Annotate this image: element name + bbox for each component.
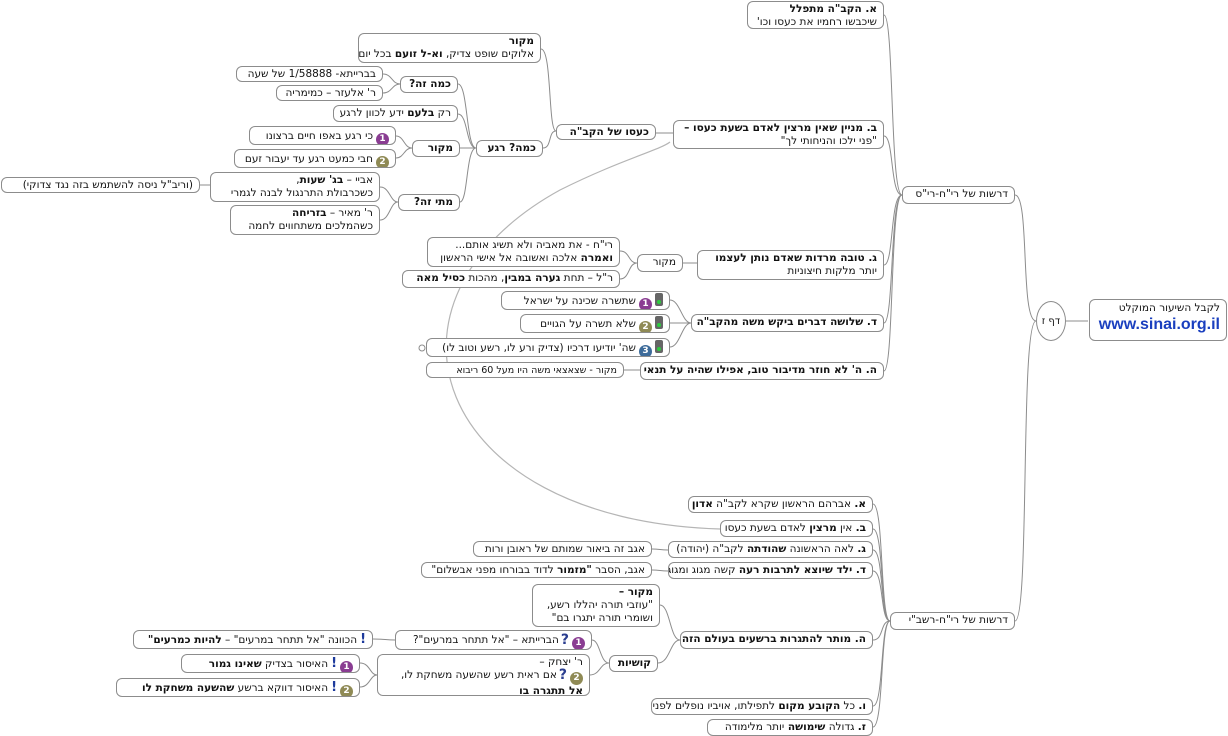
rh-line-2: ואמרה אלכה ואשובה אל אישי הראשון: [440, 252, 613, 264]
recording-label: לקבל השיעור המוקלט: [1118, 302, 1220, 314]
kushia-2-line-1: ר' יצחק –: [539, 656, 583, 668]
makor-node: מקור: [412, 140, 460, 157]
s1-b-sub: "פני ילכו והניחותי לך": [780, 135, 877, 147]
number-1-icon: 1: [376, 133, 389, 144]
source-title: מקור: [508, 35, 534, 47]
how-much-node: כמה זה?: [400, 76, 458, 93]
s1-item-a: א. הקב"ה מתפלל שיכבשו רחמיו את כעסו וכו': [747, 1, 884, 29]
exclamation-icon: !: [331, 680, 337, 695]
kushiot-node: קושיות: [609, 655, 658, 672]
moshe-request-2: 2שלא תשרה על הגויים: [520, 314, 670, 333]
s2-source-title: מקור –: [618, 586, 653, 598]
s1-a-sub: שיכבשו רחמיו את כעסו וכו': [756, 16, 877, 28]
number-1-icon: 1: [572, 637, 585, 649]
s1-h-source: מקור - שצאצאי משה היו מעל 60 ריבוא: [426, 362, 624, 378]
number-1-icon: 1: [340, 661, 353, 672]
meir-line-2: כשהמלכים משתחווים לחמה: [248, 220, 373, 232]
center-node: דף ז: [1036, 301, 1066, 341]
kushia-1: 1?הברייתא – "אל תתחר במרעים"?: [395, 630, 592, 650]
s1-item-g: ג. טובה מרדות שאדם נותן לעצמו יותר מלקות…: [697, 250, 884, 280]
kushia-1-answer: !הכוונה "אל תתחר במרעים" – להיות כמרעים": [133, 630, 373, 649]
meir-node: ר' מאיר – בזריחה כשהמלכים משתחווים לחמה: [230, 205, 380, 235]
s2-item-g: ג. לאה הראשונה שהודתה לקב"ה (יהודה): [668, 541, 873, 558]
recording-link-node[interactable]: לקבל השיעור המוקלט www.sinai.org.il: [1089, 299, 1227, 341]
source-verse: אלוקים שופט צדיק, וא-ל זועם בכל יום: [358, 48, 534, 60]
number-2-icon: 2: [376, 156, 389, 167]
brayta-fraction: בברייתא- 1/58888 של שעה: [236, 66, 383, 82]
abaye-line: אביי – בג' שעות,: [296, 174, 373, 186]
how-long-node: כמה? רגע: [476, 140, 543, 157]
s1-b-title: ב. מניין שאין מרצין לאדם בשעת כעסו –: [684, 122, 877, 134]
makor-verse-2: 2חבי כמעט רגע עד יעבור זעם: [234, 149, 396, 168]
s1-b-anger: כעסו של הקב"ה: [556, 124, 656, 140]
abaye-node: אביי – בג' שעות, כשכרבולת התרנגול לבנה ל…: [210, 172, 380, 202]
s1-a-title: א. הקב"ה מתפלל: [789, 3, 877, 15]
question-mark-icon: ?: [558, 667, 567, 683]
s1-item-d: ד. שלושה דברים ביקש משה מהקב"ה: [691, 314, 884, 332]
meir-line: ר' מאיר – בזריחה: [292, 207, 373, 219]
s2-h-source: מקור – "עוזבי תורה יהללו רשע, ושומרי תור…: [532, 584, 660, 627]
s1-item-h: ה. ה' לא חוזר מדיבור טוב, אפילו שהיה על …: [640, 362, 884, 380]
question-mark-icon: ?: [560, 632, 569, 648]
traffic-light-icon: [655, 340, 663, 353]
s2-item-v: ו. כל הקובע מקום לתפילתו, אויביו נופלים …: [651, 698, 873, 715]
makor-verse-1: 1כי רגע באפו חיים ברצונו: [249, 126, 396, 145]
s1-item-b: ב. מניין שאין מרצין לאדם בשעת כעסו – "פנ…: [673, 120, 884, 149]
kushia-2-line-2: 2?אם ראית רשע שהשעה משחקת לו,: [384, 667, 583, 685]
kushia-2: ר' יצחק – 2?אם ראית רשע שהשעה משחקת לו, …: [377, 654, 590, 696]
abaye-line-2: כשכרבולת התרנגול לבנה לגמרי: [230, 187, 373, 199]
s2-g-note: אגב זה ביאור שמותם של ראובן ורות: [473, 541, 652, 557]
s1-b-source: מקור אלוקים שופט צדיק, וא-ל זועם בכל יום: [358, 33, 541, 63]
moshe-request-3: 3שה' יודיעו דרכיו (צדיק ורע לו, רשע וטוב…: [426, 338, 670, 357]
ribal-note: (וריב"ל ניסה להשתמש בזה נגד צדוקי): [1, 177, 200, 193]
exclamation-icon: !: [331, 656, 337, 671]
s2-item-a: א. אברהם הראשון שקרא לקב"ה אדון: [688, 496, 873, 513]
s1-g-title: ג. טובה מרדות שאדם נותן לעצמו: [715, 252, 877, 264]
kushia-2-answer-2: 2!האיסור דווקא ברשע שהשעה משחקת לו: [116, 678, 360, 697]
kushia-2-line-3: אל תתגרה בו: [519, 685, 583, 696]
number-2-icon: 2: [570, 672, 583, 685]
s2-item-h: ה. מותר להתגרות ברשעים בעולם הזה: [680, 631, 873, 649]
rh-line-1: רי"ח - את מאביה ולא תשיג אותם...: [455, 239, 613, 251]
s2-d-note: אגב, הסבר "מזמור לדוד בבורחו מפני אבשלום…: [421, 562, 652, 578]
s2-source-line-1: "עוזבי תורה יהללו רשע,: [546, 599, 653, 611]
s2-item-b: ב. אין מרצין לאדם בשעת כעסו: [720, 520, 873, 537]
traffic-light-icon: [655, 293, 663, 306]
section-rih-rashbi: דרשות של רי"ח-רשב"י: [890, 612, 1015, 630]
when-node: מתי זה?: [398, 194, 460, 211]
rh-node: רי"ח - את מאביה ולא תשיג אותם... ואמרה א…: [427, 237, 620, 267]
sinai-link[interactable]: www.sinai.org.il: [1098, 316, 1220, 333]
s1-g-sub: יותר מלקות חיצוניות: [787, 265, 877, 277]
traffic-light-icon: [655, 316, 663, 329]
s2-source-line-2: ושומרי תורה יתגרו בם": [551, 612, 653, 624]
moshe-request-1: 1שתשרה שכינה על ישראל: [501, 291, 670, 310]
exclamation-icon: !: [360, 632, 366, 647]
s2-item-d: ד. ילד שיוצא לתרבות רעה קשה מגוג ומגוג: [668, 562, 873, 579]
rl-node: ר"ל – תחת גערה במבין, מהכות כסיל מאה: [402, 270, 620, 288]
number-1-icon: 1: [639, 298, 652, 309]
number-3-icon: 3: [639, 345, 652, 356]
s2-item-z: ז. גדולה שימושה יותר מלימודה: [707, 719, 873, 736]
bilam-node: רק בלעם ידע לכוון לרגע: [333, 105, 458, 122]
s1-g-makor: מקור: [637, 254, 683, 272]
number-2-icon: 2: [340, 685, 353, 696]
kushia-2-answer-1: 1!האיסור בצדיק שאינו גמור: [181, 654, 360, 673]
section-rih-ris: דרשות של רי"ח-רי"ס: [902, 186, 1015, 204]
eliezer-node: ר' אלעזר – כמימריה: [276, 85, 383, 101]
number-2-icon: 2: [639, 321, 652, 332]
